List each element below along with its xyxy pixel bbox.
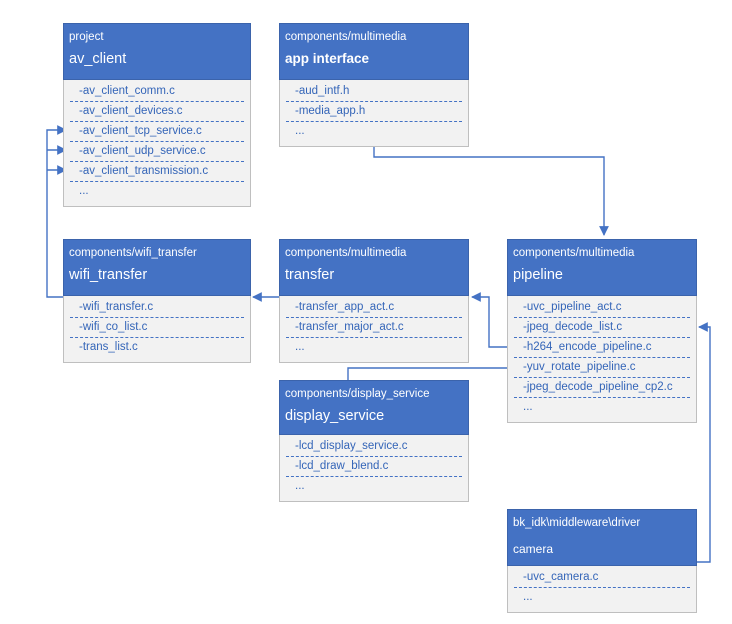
box-title: display_service xyxy=(285,408,385,424)
box-title: wifi_transfer xyxy=(69,267,148,283)
file-item: -wifi_co_list.c xyxy=(70,318,244,338)
box-title: pipeline xyxy=(513,267,563,283)
box-header: components/wifi_transfer wifi_transfer xyxy=(63,239,251,296)
box-display-service: components/display_service display_servic… xyxy=(279,380,469,502)
file-item: -lcd_display_service.c xyxy=(286,437,462,457)
box-category: bk_idk\middleware\driver xyxy=(513,517,641,529)
box-header: components/multimedia app interface xyxy=(279,23,469,80)
box-title: av_client xyxy=(69,51,127,67)
file-item: -trans_list.c xyxy=(79,341,138,353)
file-item: -aud_intf.h xyxy=(286,82,462,102)
box-header: components/multimedia transfer xyxy=(279,239,469,296)
file-item: -av_client_transmission.c xyxy=(70,162,244,182)
file-item: ... xyxy=(523,401,533,413)
box-body: -wifi_transfer.c-wifi_co_list.c -trans_li… xyxy=(63,296,251,363)
file-item: -uvc_pipeline_act.c xyxy=(514,298,690,318)
file-item: ... xyxy=(295,125,305,137)
connector-pipeline-to-display-service xyxy=(347,367,512,380)
file-item: -jpeg_decode_pipeline_cp2.c xyxy=(514,378,690,398)
box-wifi-transfer: components/wifi_transfer wifi_transfer -wi… xyxy=(63,239,251,363)
box-category: project xyxy=(69,31,104,43)
box-category: components/multimedia xyxy=(285,31,407,43)
file-item: ... xyxy=(79,185,89,197)
file-item: ... xyxy=(523,591,533,603)
file-item: -av_client_tcp_service.c xyxy=(70,122,244,142)
box-body: -aud_intf.h-media_app.h... xyxy=(279,80,469,147)
box-category: components/multimedia xyxy=(513,247,635,259)
box-title: camera xyxy=(513,542,554,556)
box-body: -uvc_pipeline_act.c-jpeg_decode_list.c-h… xyxy=(507,296,697,423)
file-item: -av_client_udp_service.c xyxy=(70,142,244,162)
file-item: -media_app.h xyxy=(286,102,462,122)
box-app-interface: components/multimedia app interface -aud_i… xyxy=(279,23,469,147)
file-item: -wifi_transfer.c xyxy=(70,298,244,318)
box-title: app interface xyxy=(285,51,370,66)
box-body: -transfer_app_act.c-transfer_major_act.c… xyxy=(279,296,469,363)
box-body: -av_client_comm.c-av_client_devices.c-av… xyxy=(63,80,251,207)
file-item: -jpeg_decode_list.c xyxy=(514,318,690,338)
box-title: transfer xyxy=(285,267,335,283)
connector-camera-to-pipeline xyxy=(697,322,711,563)
file-item: -av_client_comm.c xyxy=(70,82,244,102)
box-body: -lcd_display_service.c-lcd_draw_blend.c.… xyxy=(279,435,469,502)
file-item: ... xyxy=(295,480,305,492)
file-item: -av_client_devices.c xyxy=(70,102,244,122)
file-item: -h264_encode_pipeline.c xyxy=(514,338,690,358)
file-item: -transfer_app_act.c xyxy=(286,298,462,318)
box-category: components/multimedia xyxy=(285,247,407,259)
box-header: components/display_service display_servic… xyxy=(279,380,469,435)
box-body: -uvc_camera.c... xyxy=(507,566,697,613)
connector-pipeline-to-transfer xyxy=(471,292,512,348)
file-item: -transfer_major_act.c xyxy=(286,318,462,338)
file-item: -uvc_camera.c xyxy=(514,568,690,588)
box-header: project av_client xyxy=(63,23,251,80)
box-pipeline: components/multimedia pipeline -uvc_pipeli… xyxy=(507,239,697,423)
file-item: ... xyxy=(295,341,305,353)
file-item: -yuv_rotate_pipeline.c xyxy=(514,358,690,378)
box-transfer: components/multimedia transfer -transfer_a… xyxy=(279,239,469,363)
box-category: components/display_service xyxy=(285,388,430,400)
connector-app-interface-to-pipeline xyxy=(373,143,609,236)
file-item: -lcd_draw_blend.c xyxy=(286,457,462,477)
box-header: components/multimedia pipeline xyxy=(507,239,697,296)
box-category: components/wifi_transfer xyxy=(69,247,197,259)
